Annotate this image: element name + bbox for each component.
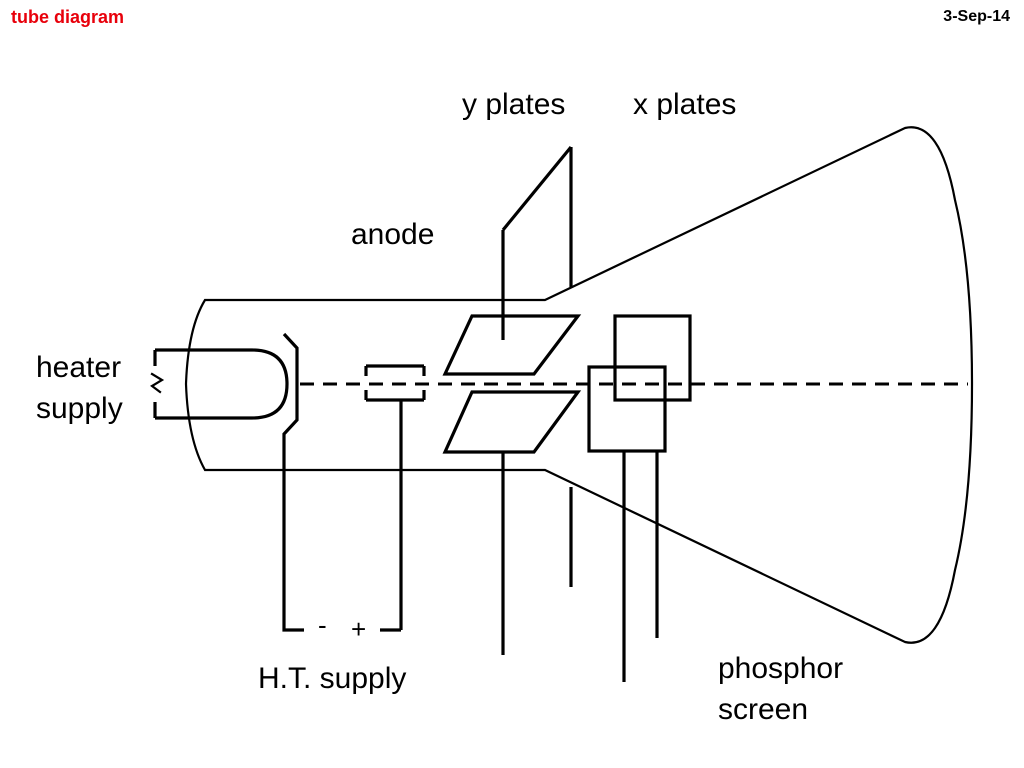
y-plates-label: y plates	[462, 88, 565, 121]
anode-label: anode	[351, 218, 434, 251]
y-plates	[442, 145, 582, 655]
slide-date: 3-Sep-14	[943, 8, 1010, 25]
tube-envelope	[184, 126, 974, 644]
ac-source-icon	[150, 372, 165, 394]
x-plates	[587, 314, 692, 682]
slide-title: tube diagram	[11, 7, 125, 27]
minus-sign: -	[318, 610, 327, 640]
cathode	[282, 332, 304, 632]
phosphor-label-line2: screen	[718, 693, 808, 726]
ht-supply-label: H.T. supply	[258, 662, 406, 695]
heater-filament	[155, 348, 289, 420]
plus-sign: +	[351, 614, 366, 644]
heater-label-line1: heater	[36, 351, 121, 384]
phosphor-label-line1: phosphor	[718, 652, 843, 685]
anode	[364, 364, 426, 632]
heater-label-line2: supply	[36, 392, 123, 425]
x-plates-label: x plates	[633, 88, 736, 121]
